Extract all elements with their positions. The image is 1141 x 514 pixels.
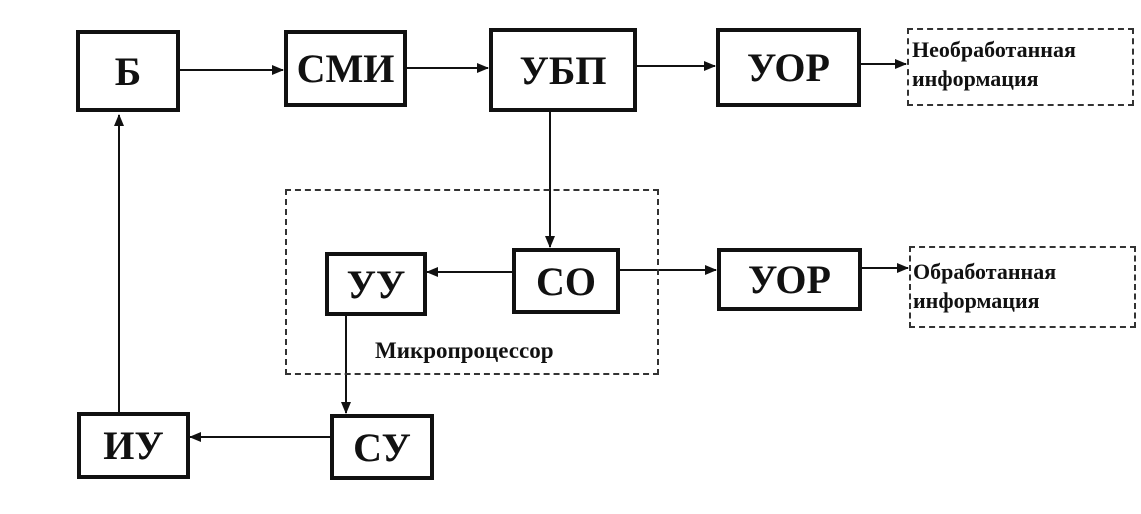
microprocessor-group (285, 189, 659, 375)
block-su: СУ (330, 414, 434, 480)
processed-information-line2: информация (913, 288, 1040, 313)
processed-information-text: Обработанная информация (913, 257, 1056, 315)
block-smi: СМИ (284, 30, 407, 107)
block-so: СО (512, 248, 620, 314)
processed-information-line1: Обработанная (913, 259, 1057, 284)
processed-information-output (909, 246, 1136, 328)
block-uu: УУ (325, 252, 427, 316)
block-b: Б (76, 30, 180, 112)
raw-information-text: Необработанная информация (912, 35, 1076, 93)
microprocessor-label: Микропроцессор (375, 338, 554, 363)
block-uor-top: УОР (716, 28, 861, 107)
raw-information-output (907, 28, 1134, 106)
block-iu: ИУ (77, 412, 190, 479)
block-ubp: УБП (489, 28, 637, 112)
raw-information-line1: Необработанная (912, 37, 1076, 62)
block-uor-bottom: УОР (717, 248, 862, 311)
raw-information-line2: информация (912, 66, 1039, 91)
